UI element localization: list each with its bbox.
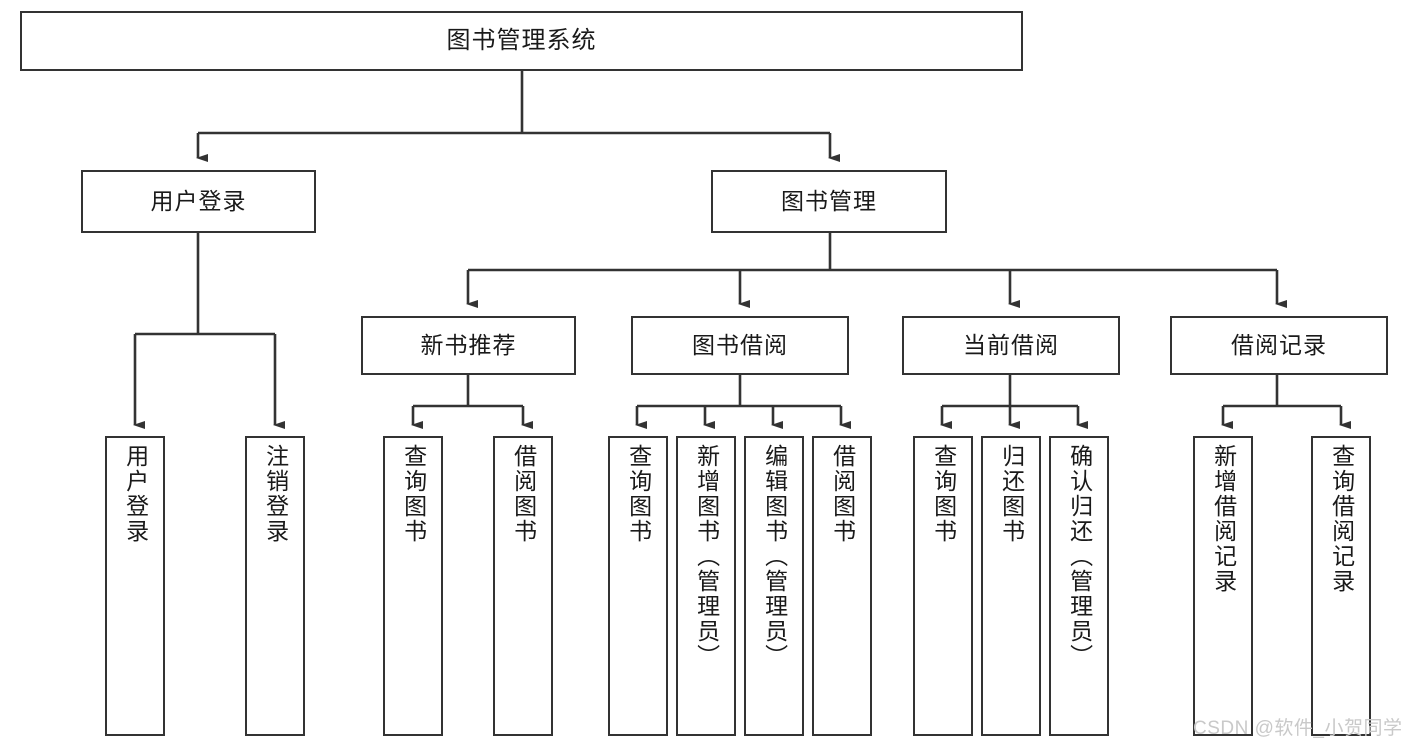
leaf-borrow-book[interactable]: 借阅图书: [812, 436, 872, 736]
leaf-query-book-recommend[interactable]: 查询图书: [383, 436, 443, 736]
leaf-edit-book-admin[interactable]: 编辑图书（管理员）: [744, 436, 804, 736]
node-root-book-management-system[interactable]: 图书管理系统: [20, 11, 1023, 71]
node-borrow-record[interactable]: 借阅记录: [1170, 316, 1388, 375]
leaf-return-book[interactable]: 归还图书: [981, 436, 1041, 736]
leaf-add-borrow-record[interactable]: 新增借阅记录: [1193, 436, 1253, 736]
node-current-borrow[interactable]: 当前借阅: [902, 316, 1120, 375]
leaf-borrow-book-recommend[interactable]: 借阅图书: [493, 436, 553, 736]
node-book-management[interactable]: 图书管理: [711, 170, 947, 233]
node-book-borrow[interactable]: 图书借阅: [631, 316, 849, 375]
leaf-query-book-current[interactable]: 查询图书: [913, 436, 973, 736]
node-new-book-recommend[interactable]: 新书推荐: [361, 316, 576, 375]
leaf-query-book-borrow[interactable]: 查询图书: [608, 436, 668, 736]
csdn-watermark: CSDN @软件_小贺同学: [1193, 718, 1403, 739]
node-user-login[interactable]: 用户登录: [81, 170, 316, 233]
leaf-add-book-admin[interactable]: 新增图书（管理员）: [676, 436, 736, 736]
leaf-query-borrow-record[interactable]: 查询借阅记录: [1311, 436, 1371, 736]
leaf-user-login[interactable]: 用户登录: [105, 436, 165, 736]
leaf-logout-login[interactable]: 注销登录: [245, 436, 305, 736]
leaf-confirm-return-admin[interactable]: 确认归还（管理员）: [1049, 436, 1109, 736]
